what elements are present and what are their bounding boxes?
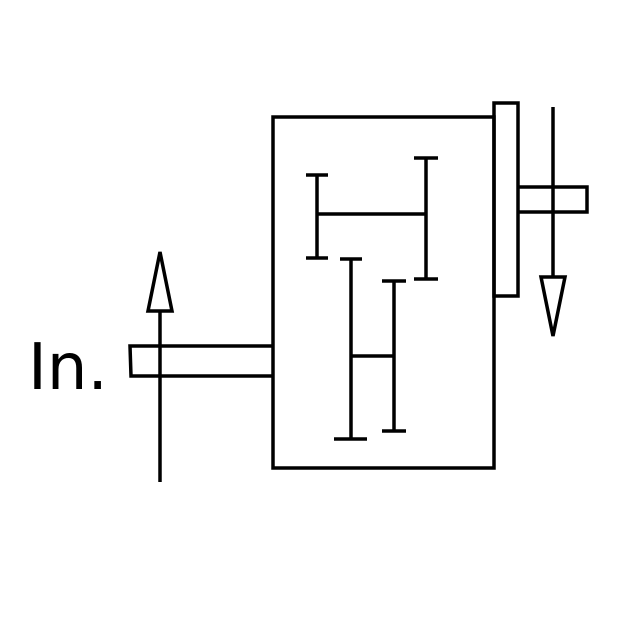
input-arrow-head bbox=[145, 251, 175, 313]
input-shaft bbox=[128, 344, 273, 378]
output-arrow-head bbox=[538, 275, 568, 337]
output-flange bbox=[492, 101, 520, 298]
gear-pair-lower bbox=[334, 257, 406, 441]
gear-pair-upper bbox=[306, 156, 438, 281]
gearbox-housing bbox=[271, 115, 496, 470]
input-arrow bbox=[145, 251, 175, 482]
input-label: In. bbox=[28, 331, 108, 405]
output-arrow bbox=[538, 107, 568, 337]
